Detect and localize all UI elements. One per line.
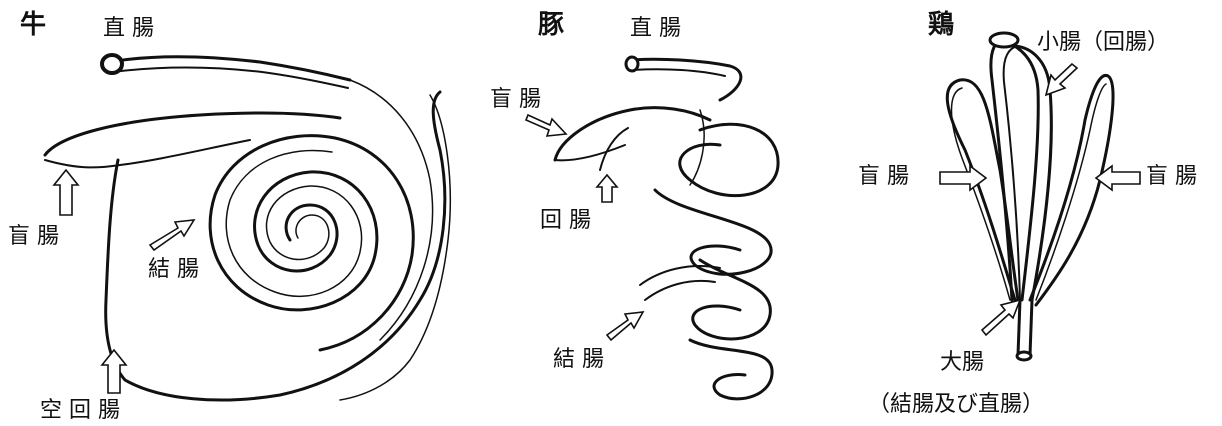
pig-colon-label: 結 腸 xyxy=(553,347,604,372)
cow-colon-label: 結 腸 xyxy=(148,257,199,282)
cow-rectum-shape xyxy=(108,55,352,82)
chicken-small-intestine-shape xyxy=(998,38,1040,302)
chicken-small-intestine-arrow xyxy=(1044,62,1079,97)
cow-colon-arrow xyxy=(148,219,196,252)
cow-spiral-colon xyxy=(208,134,415,352)
cow-arrows xyxy=(52,168,196,394)
chicken-large-intestine-arrow xyxy=(980,298,1022,337)
cow-jejunoileum-label: 空 回 腸 xyxy=(40,398,120,423)
chicken-large-intestine-shape xyxy=(1016,298,1022,357)
chicken-large-intestine-label: 大腸 xyxy=(940,350,985,375)
chicken-cecum-right-arrow xyxy=(1094,164,1141,192)
cow-jejunoileum-arrow xyxy=(100,348,128,394)
cow-title: 牛 xyxy=(20,10,47,40)
pig-arrows xyxy=(524,113,645,342)
chicken-small-intestine-label: 小腸（回腸） xyxy=(1037,30,1170,55)
cow-rectum-label: 直 腸 xyxy=(103,16,154,41)
chicken-large-intestine-note: （結腸及び直腸） xyxy=(868,392,1045,417)
pig-rectum-label: 直 腸 xyxy=(630,16,681,41)
pig-title: 豚 xyxy=(538,10,565,40)
pig-rectum-shape xyxy=(628,57,743,102)
chicken-cecum-right-label: 盲 腸 xyxy=(1146,164,1197,189)
chicken-cecum-right-shape xyxy=(1028,74,1115,307)
pig-ileum-label: 回 腸 xyxy=(540,208,591,233)
pig-cecum-arrow xyxy=(524,113,568,137)
pig-cecum-label: 盲 腸 xyxy=(490,87,541,112)
pig-intestine-drawing xyxy=(553,55,780,401)
pig-colon-coil-1 xyxy=(678,122,780,198)
chicken-cecum-left-label: 盲 腸 xyxy=(858,164,909,189)
chicken-intestine-drawing xyxy=(945,31,1115,362)
cow-cecum-arrow xyxy=(52,168,80,216)
cow-rectum-end xyxy=(100,53,124,75)
chicken-small-intestine-end xyxy=(988,31,1020,49)
pig-ileum-arrow xyxy=(595,173,619,203)
chicken-arrows xyxy=(939,62,1141,337)
chicken-cecum-left-arrow xyxy=(939,164,988,192)
cow-intestine-drawing xyxy=(43,53,452,402)
pig-colon-arrow xyxy=(605,311,645,342)
pig-cecum-shape xyxy=(553,106,712,162)
cow-cecum-shape xyxy=(43,111,342,157)
pig-colon-coil-3 xyxy=(691,258,772,341)
chicken-title: 鶏 xyxy=(928,10,955,40)
cow-outer-edge xyxy=(104,90,447,402)
chicken-cecum-left-shape xyxy=(945,78,1020,302)
pig-colon-coil-4 xyxy=(688,338,774,401)
pig-colon-coil-2 xyxy=(653,188,773,276)
cow-cecum-label: 盲 腸 xyxy=(8,224,59,249)
